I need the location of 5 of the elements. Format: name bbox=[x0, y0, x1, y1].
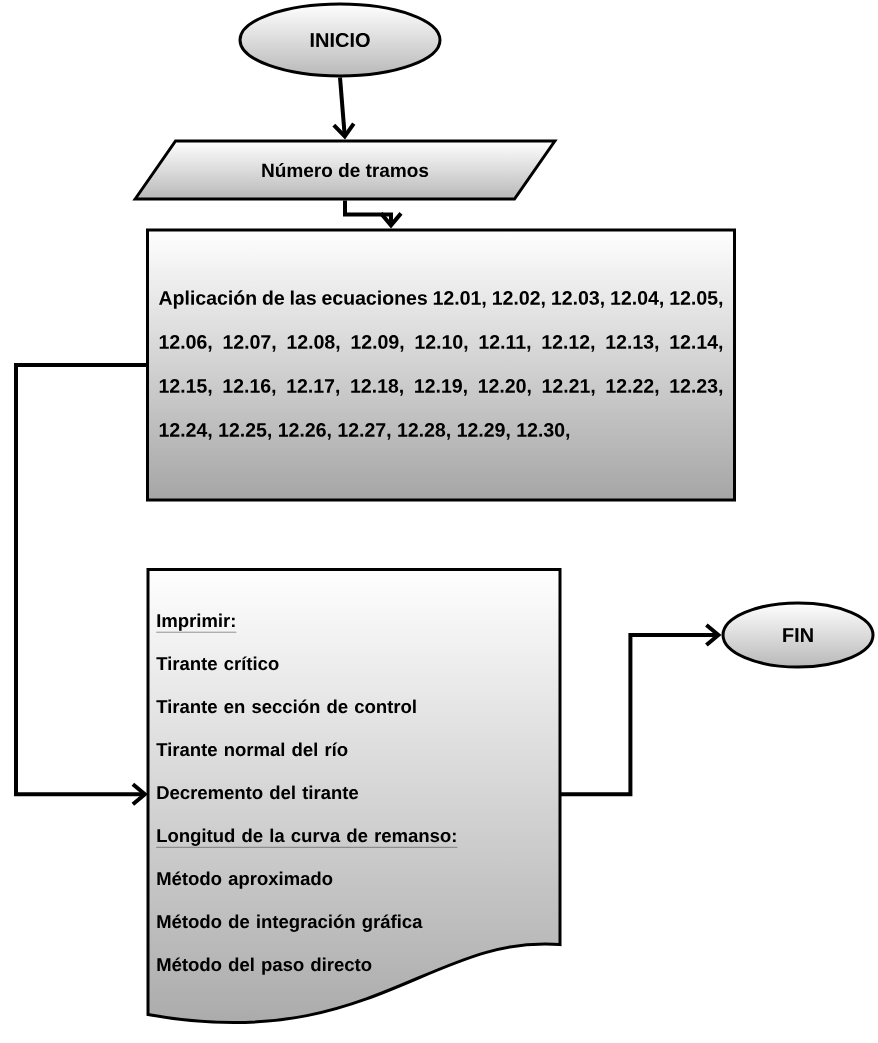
arrow bbox=[332, 77, 356, 140]
arrow bbox=[343, 200, 403, 229]
process-box: Aplicación de las ecuaciones 12.01, 12.02, 12.03, 12.04, 12.05, 12.06, 12.07, 12.08, 12.09, 12.10, 12.11, 12.12, 12.13, 12.14, 12.15, 12.16, 12.17, 12.18, 12.19, 12.20, 12.21, 12.22, 12.23, 12.24, 12.25, 12.26, 12.27, 12.28, 12.29, 12.30, bbox=[146, 228, 736, 502]
arrow bbox=[14, 363, 148, 806]
arrow bbox=[560, 623, 722, 797]
